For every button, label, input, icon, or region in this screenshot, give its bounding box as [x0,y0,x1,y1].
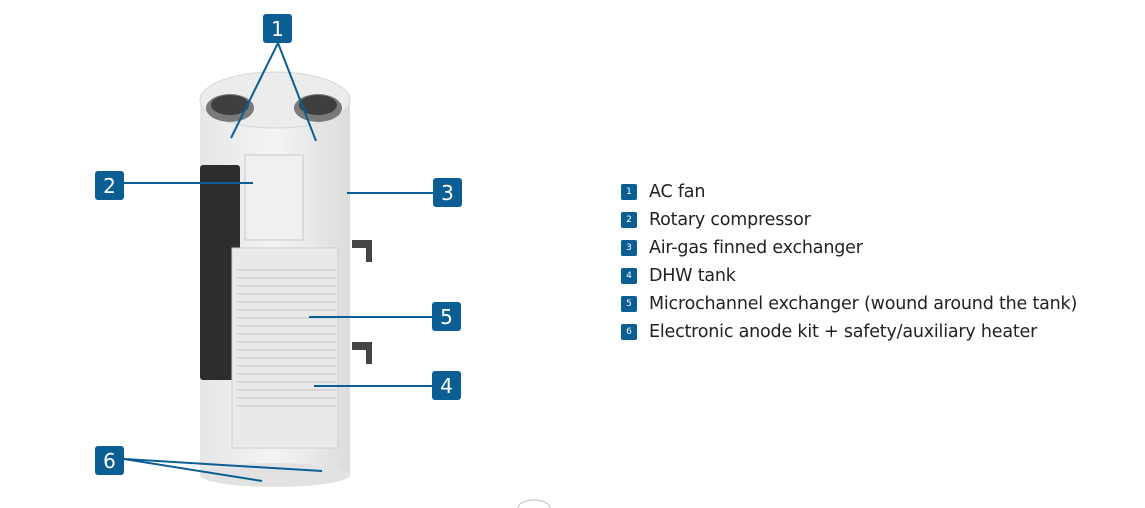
legend-badge: 2 [621,212,637,228]
bracket-top [352,240,372,262]
callout-6: 6 [95,446,124,475]
legend-item: 3 Air-gas finned exchanger [621,234,1077,262]
legend-item: 4 DHW tank [621,262,1077,290]
legend-label: DHW tank [649,266,736,286]
callout-1: 1 [263,14,292,43]
legend-label: Rotary compressor [649,210,811,230]
legend-item: 1 AC fan [621,178,1077,206]
leader-lines [123,42,433,482]
legend-item: 6 Electronic anode kit + safety/auxiliary… [621,318,1077,346]
bracket-bottom [352,342,372,364]
legend-badge: 5 [621,296,637,312]
legend-label: AC fan [649,182,706,202]
compressor-box [244,154,304,241]
callout-4: 4 [432,371,461,400]
legend-badge: 3 [621,240,637,256]
callout-3: 3 [433,178,462,207]
legend-badge: 6 [621,324,637,340]
legend-label: Electronic anode kit + safety/auxiliary … [649,322,1038,342]
control-panel [200,165,240,380]
legend-item: 5 Microchannel exchanger (wound around th… [621,290,1077,318]
legend: 1 AC fan 2 Rotary compressor 3 Air-gas finn… [621,178,1077,346]
page-indicator [517,499,551,508]
legend-label: Microchannel exchanger (wound around the… [649,294,1078,314]
water-heater-body [199,71,372,487]
legend-label: Air-gas finned exchanger [649,238,863,258]
legend-badge: 4 [621,268,637,284]
tank [231,247,339,449]
legend-badge: 1 [621,184,637,200]
legend-item: 2 Rotary compressor [621,206,1077,234]
callout-5: 5 [432,302,461,331]
callout-2: 2 [95,171,124,200]
coil-windings [236,269,336,407]
